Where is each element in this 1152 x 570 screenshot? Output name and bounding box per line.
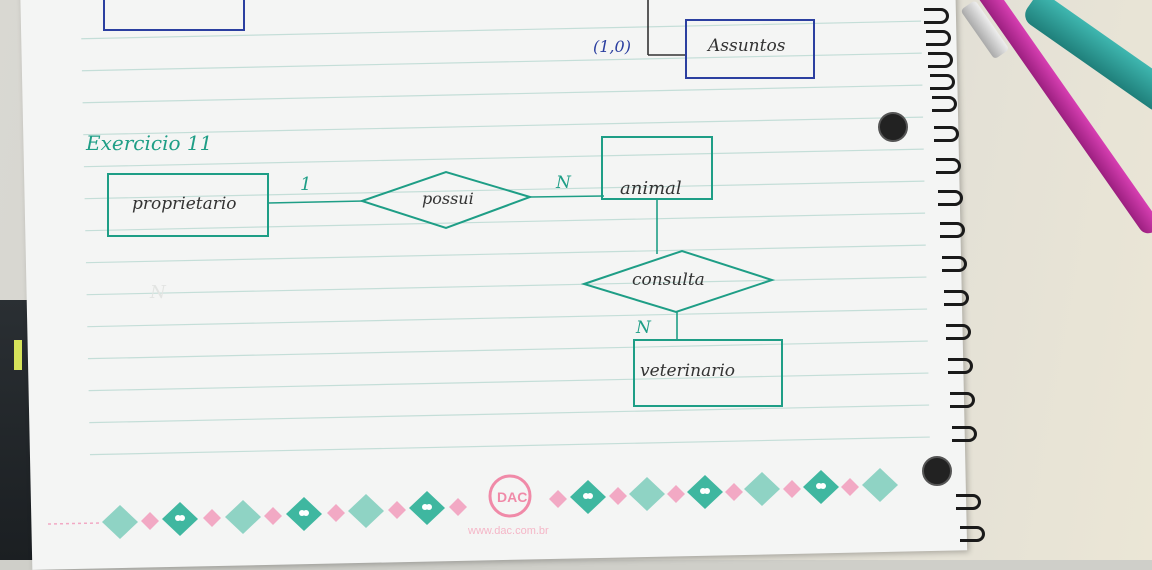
cardinality-1: 1: [300, 174, 311, 195]
relationship-consulta: [580, 249, 776, 314]
entity-animal-label: animal: [620, 178, 682, 199]
brand-url: www.dac.com.br: [467, 525, 549, 537]
entity-veterinario-label: veterinario: [640, 361, 735, 381]
punch-hole-top: [878, 112, 908, 142]
ruled-lines: [81, 20, 930, 456]
heart-icons: [175, 483, 826, 521]
exercise-heading: Exercicio 11: [85, 131, 212, 155]
entity-veterinario: [633, 339, 783, 407]
cardinality-n-bottom: N: [635, 318, 652, 338]
relationship-consulta-label: consulta: [632, 270, 705, 290]
dac-logo-text: DAC: [497, 489, 527, 505]
notebook-page: [20, 0, 968, 570]
dac-logo: DAC: [488, 474, 532, 518]
entity-proprietario-label: proprietario: [132, 194, 237, 214]
assuntos-label: Assuntos: [706, 36, 786, 56]
assuntos-box: [685, 19, 815, 79]
punch-hole-bottom: [922, 456, 952, 486]
erased-writing: N: [149, 282, 167, 303]
top-partial-box: [103, 0, 245, 31]
entity-proprietario: [107, 173, 269, 237]
cardinality-n-top: N: [555, 173, 572, 193]
relationship-possui-label: possui: [422, 189, 474, 208]
top-cardinality: (1,0): [593, 37, 631, 56]
